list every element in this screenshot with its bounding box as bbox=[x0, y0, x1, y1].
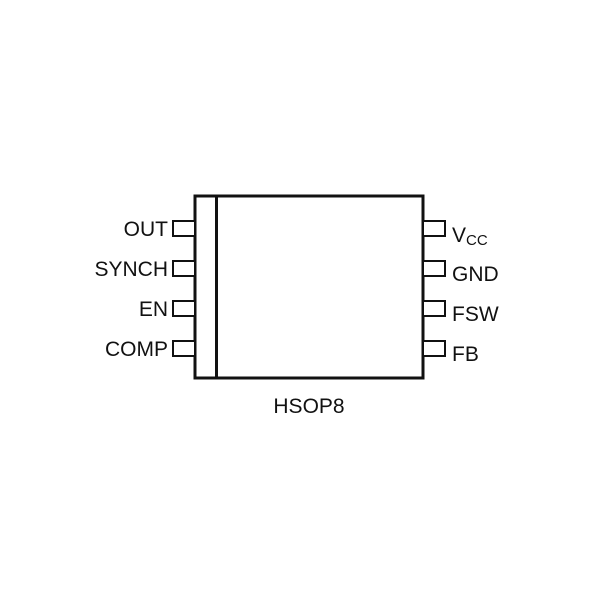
pin-label-gnd: GND bbox=[452, 263, 499, 286]
package-name: HSOP8 bbox=[273, 395, 344, 418]
pin-out bbox=[172, 220, 196, 237]
pin-en bbox=[172, 300, 196, 317]
pin-label-vcc-subscript: CC bbox=[466, 232, 488, 249]
pin-fsw bbox=[422, 300, 446, 317]
pin-label-fsw: FSW bbox=[452, 303, 499, 326]
pin-vcc bbox=[422, 220, 446, 237]
pin-synch bbox=[172, 260, 196, 277]
pin-label-vcc: VCC bbox=[452, 224, 488, 249]
pin-label-synch: SYNCH bbox=[94, 258, 168, 281]
pin-fb bbox=[422, 340, 446, 357]
pin-label-fb: FB bbox=[452, 343, 479, 366]
pin-label-en: EN bbox=[139, 298, 168, 321]
pin-label-comp: COMP bbox=[105, 338, 168, 361]
package-body bbox=[193, 194, 425, 380]
pin-gnd bbox=[422, 260, 446, 277]
pin-label-vcc-main: V bbox=[452, 224, 466, 247]
pin-label-out: OUT bbox=[124, 218, 169, 241]
pin-comp bbox=[172, 340, 196, 357]
